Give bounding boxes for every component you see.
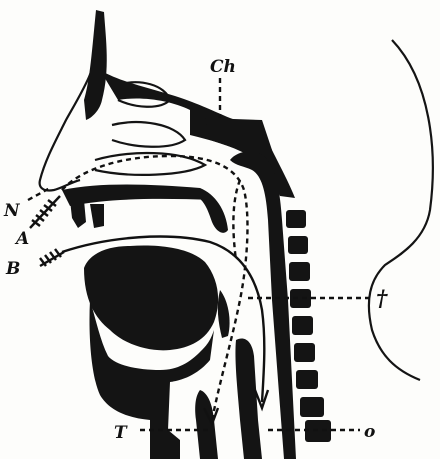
choanal-dashed-route bbox=[233, 180, 240, 260]
label-dagger: † bbox=[376, 286, 388, 312]
vertebra bbox=[289, 262, 310, 281]
epiglottis bbox=[218, 290, 230, 338]
vertebra bbox=[286, 210, 306, 228]
vertebra bbox=[288, 236, 308, 254]
label-b: B bbox=[5, 259, 20, 279]
nose-bridge-ink bbox=[84, 10, 107, 120]
turbinate-middle bbox=[112, 122, 185, 147]
larynx bbox=[195, 390, 218, 459]
label-t: T bbox=[114, 423, 128, 443]
label-n: N bbox=[3, 201, 21, 221]
vertebra bbox=[300, 397, 324, 417]
tongue bbox=[84, 246, 218, 351]
label-o: o bbox=[364, 422, 375, 442]
vertebra bbox=[294, 343, 315, 362]
vertebra bbox=[296, 370, 318, 389]
arrow-a-feathers bbox=[30, 196, 60, 228]
leader-n bbox=[28, 188, 50, 200]
arrow-b-feathers bbox=[40, 249, 64, 266]
label-a: A bbox=[14, 229, 29, 249]
sphenoid-block bbox=[205, 118, 272, 150]
vertebra bbox=[292, 316, 313, 335]
head-back-outline bbox=[369, 40, 433, 380]
soft-palate bbox=[196, 188, 228, 233]
hard-palate bbox=[62, 185, 212, 207]
label-ch: Ch bbox=[210, 57, 236, 77]
upper-teeth bbox=[70, 200, 104, 228]
